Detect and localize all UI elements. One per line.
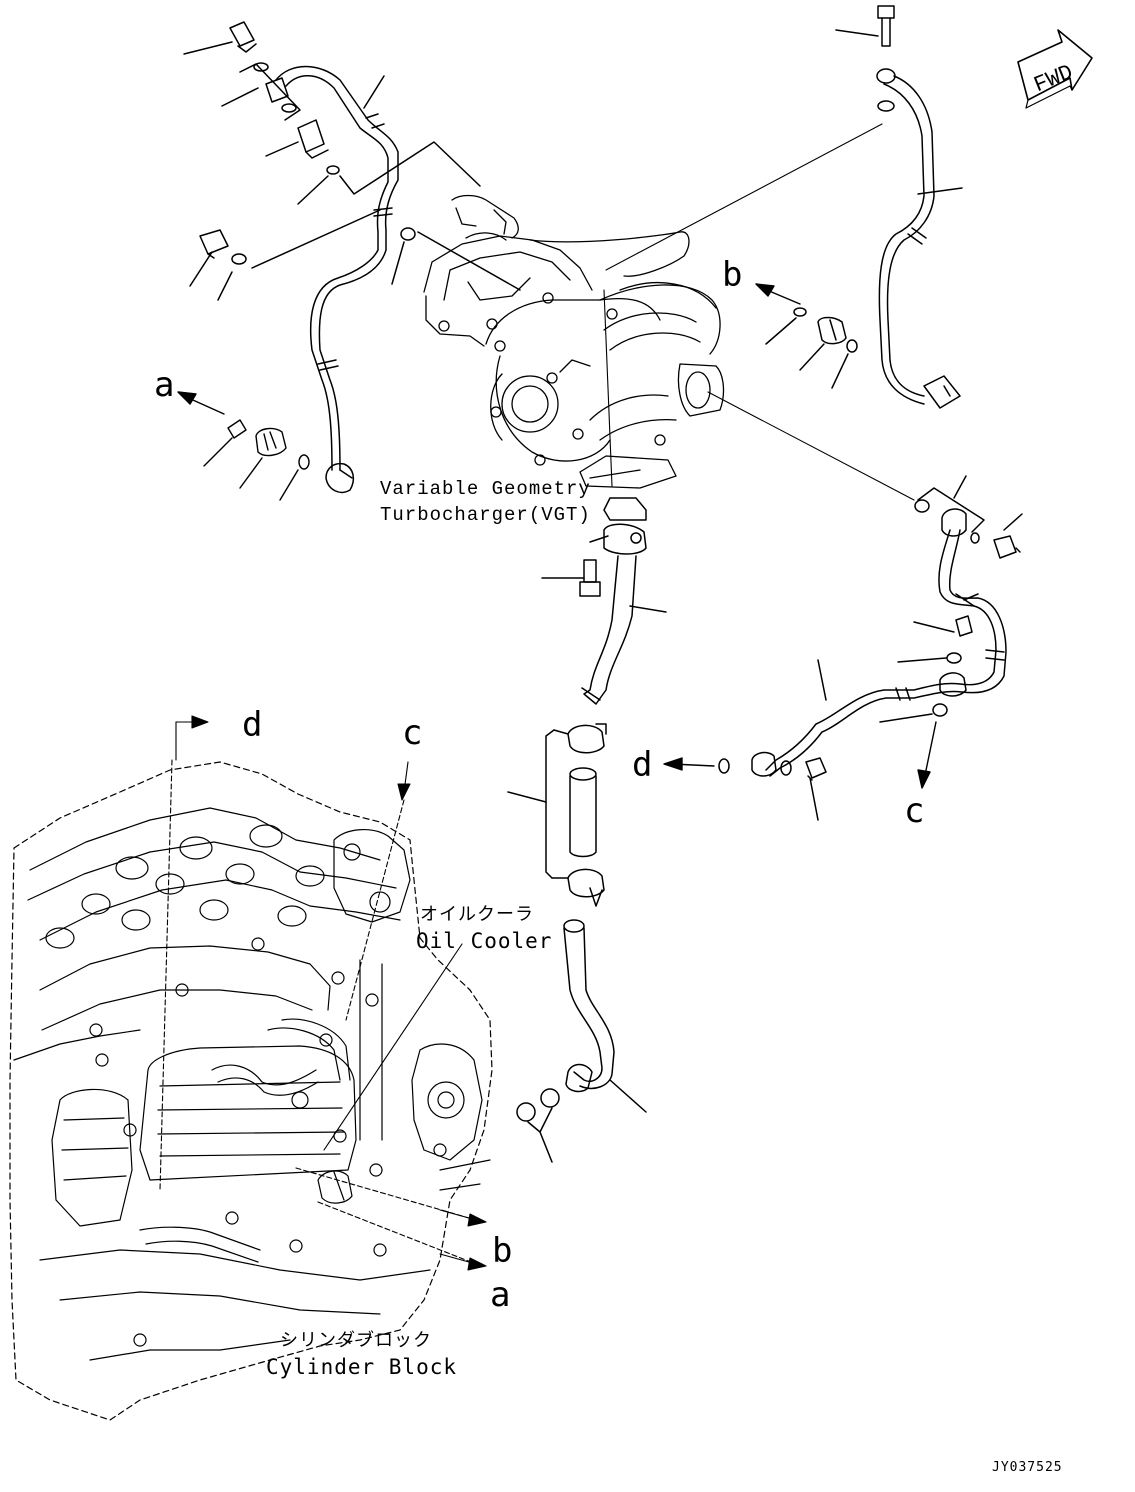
vgt-label-line1: Variable Geometry xyxy=(380,478,591,500)
fwd-label: FWD xyxy=(1031,60,1077,98)
ref-arrow-a-lower xyxy=(318,1202,486,1270)
ref-label-b-lower: b xyxy=(492,1231,513,1271)
ref-label-d-right: d xyxy=(632,745,653,785)
cylinder-block-label-jp: シリンダブロック xyxy=(280,1330,432,1351)
lower-drain-pipe xyxy=(517,920,646,1162)
ref-label-a-lower: a xyxy=(490,1275,511,1315)
cylinder-block xyxy=(10,762,492,1420)
ref-arrow-d-left xyxy=(160,716,208,1190)
ref-arrow-c-right xyxy=(918,722,936,788)
turbo-oil-feed-pipe-left xyxy=(184,22,520,492)
ref-arrow-d-right xyxy=(664,758,714,770)
drain-hose-with-clamps xyxy=(508,724,606,906)
ref-arrow-c-left xyxy=(346,762,410,1020)
turbocharger xyxy=(424,196,723,489)
leader-lines-turbo xyxy=(604,124,914,500)
ref-arrow-b-upper xyxy=(756,284,800,304)
cylinder-block-label-en: Cylinder Block xyxy=(266,1355,458,1379)
fwd-arrow-icon xyxy=(1018,30,1092,108)
ref-label-a-upper: a xyxy=(154,365,175,405)
ref-label-d-left: d xyxy=(242,705,263,745)
turbo-oil-feed-pipe-right xyxy=(766,6,962,408)
ref-arrow-b-lower xyxy=(296,1168,486,1226)
drawing-number: JY037525 xyxy=(992,1460,1063,1475)
oil-cooler-leader xyxy=(324,944,462,1150)
sensor-fitting-a xyxy=(204,420,309,500)
oil-cooler-label-jp: オイルクーラ xyxy=(420,904,534,925)
vgt-label-line2: Turbocharger(VGT) xyxy=(380,504,591,526)
ref-arrow-a-upper xyxy=(178,392,224,414)
oil-return-pipe-right xyxy=(719,476,1022,820)
turbo-oil-drain-pipe xyxy=(542,498,666,704)
ref-label-b-upper: b xyxy=(722,255,743,295)
ref-label-c-right: c xyxy=(904,791,925,831)
ref-label-c-left: c xyxy=(402,713,423,753)
oil-cooler-label-en: Oil Cooler xyxy=(416,929,553,953)
